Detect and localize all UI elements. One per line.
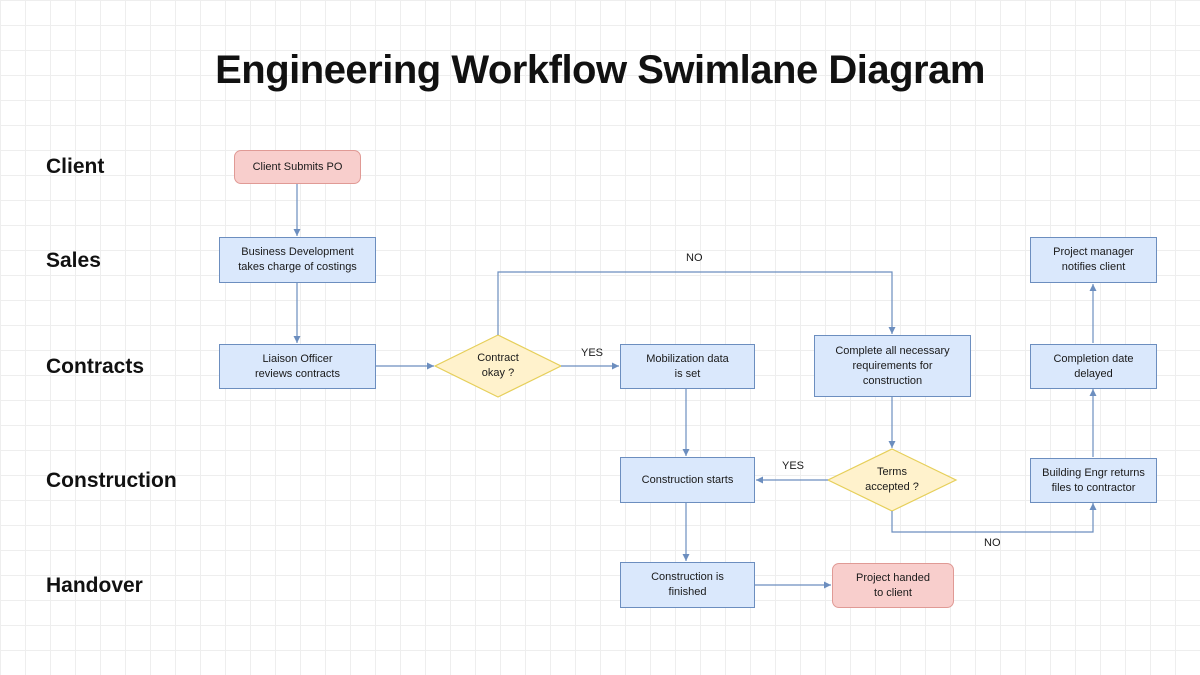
lane-label-client: Client bbox=[46, 155, 105, 178]
completion-date-delayed-node: Completion date delayed bbox=[1030, 344, 1157, 389]
complete-requirements-node: Complete all necessary requirements for … bbox=[814, 335, 971, 397]
lane-label-contracts: Contracts bbox=[46, 355, 145, 378]
connector-contract-no bbox=[497, 271, 896, 335]
diagram-title: Engineering Workflow Swimlane Diagram bbox=[215, 48, 985, 92]
contract-okay-diamond bbox=[433, 334, 563, 398]
construction-finished-node: Construction is finished bbox=[620, 562, 755, 608]
edge-label-contract-no: NO bbox=[686, 252, 703, 264]
lane-label-sales: Sales bbox=[46, 249, 101, 272]
project-manager-notifies-node: Project manager notifies client bbox=[1030, 237, 1157, 283]
edge-label-terms-yes: YES bbox=[782, 460, 805, 472]
edge-label-contract-yes: YES bbox=[581, 347, 604, 359]
liaison-officer-node: Liaison Officer reviews contracts bbox=[219, 344, 376, 389]
business-development-node: Business Development takes charge of cos… bbox=[219, 237, 376, 283]
terms-accepted-decision: Terms accepted ? bbox=[865, 466, 919, 493]
edge-label-terms-no: NO bbox=[984, 537, 1001, 549]
lane-label-handover: Handover bbox=[46, 574, 143, 597]
lane-label-construction: Construction bbox=[46, 469, 177, 492]
client-submits-po-node: Client Submits PO bbox=[234, 150, 361, 184]
building-engr-returns-node: Building Engr returns files to contracto… bbox=[1030, 458, 1157, 503]
connector-terms-no bbox=[891, 503, 1097, 533]
project-handed-node: Project handed to client bbox=[832, 563, 954, 608]
contract-okay-decision: Contract okay ? bbox=[477, 352, 519, 379]
mobilization-data-node: Mobilization data is set bbox=[620, 344, 755, 389]
construction-starts-node: Construction starts bbox=[620, 457, 755, 503]
